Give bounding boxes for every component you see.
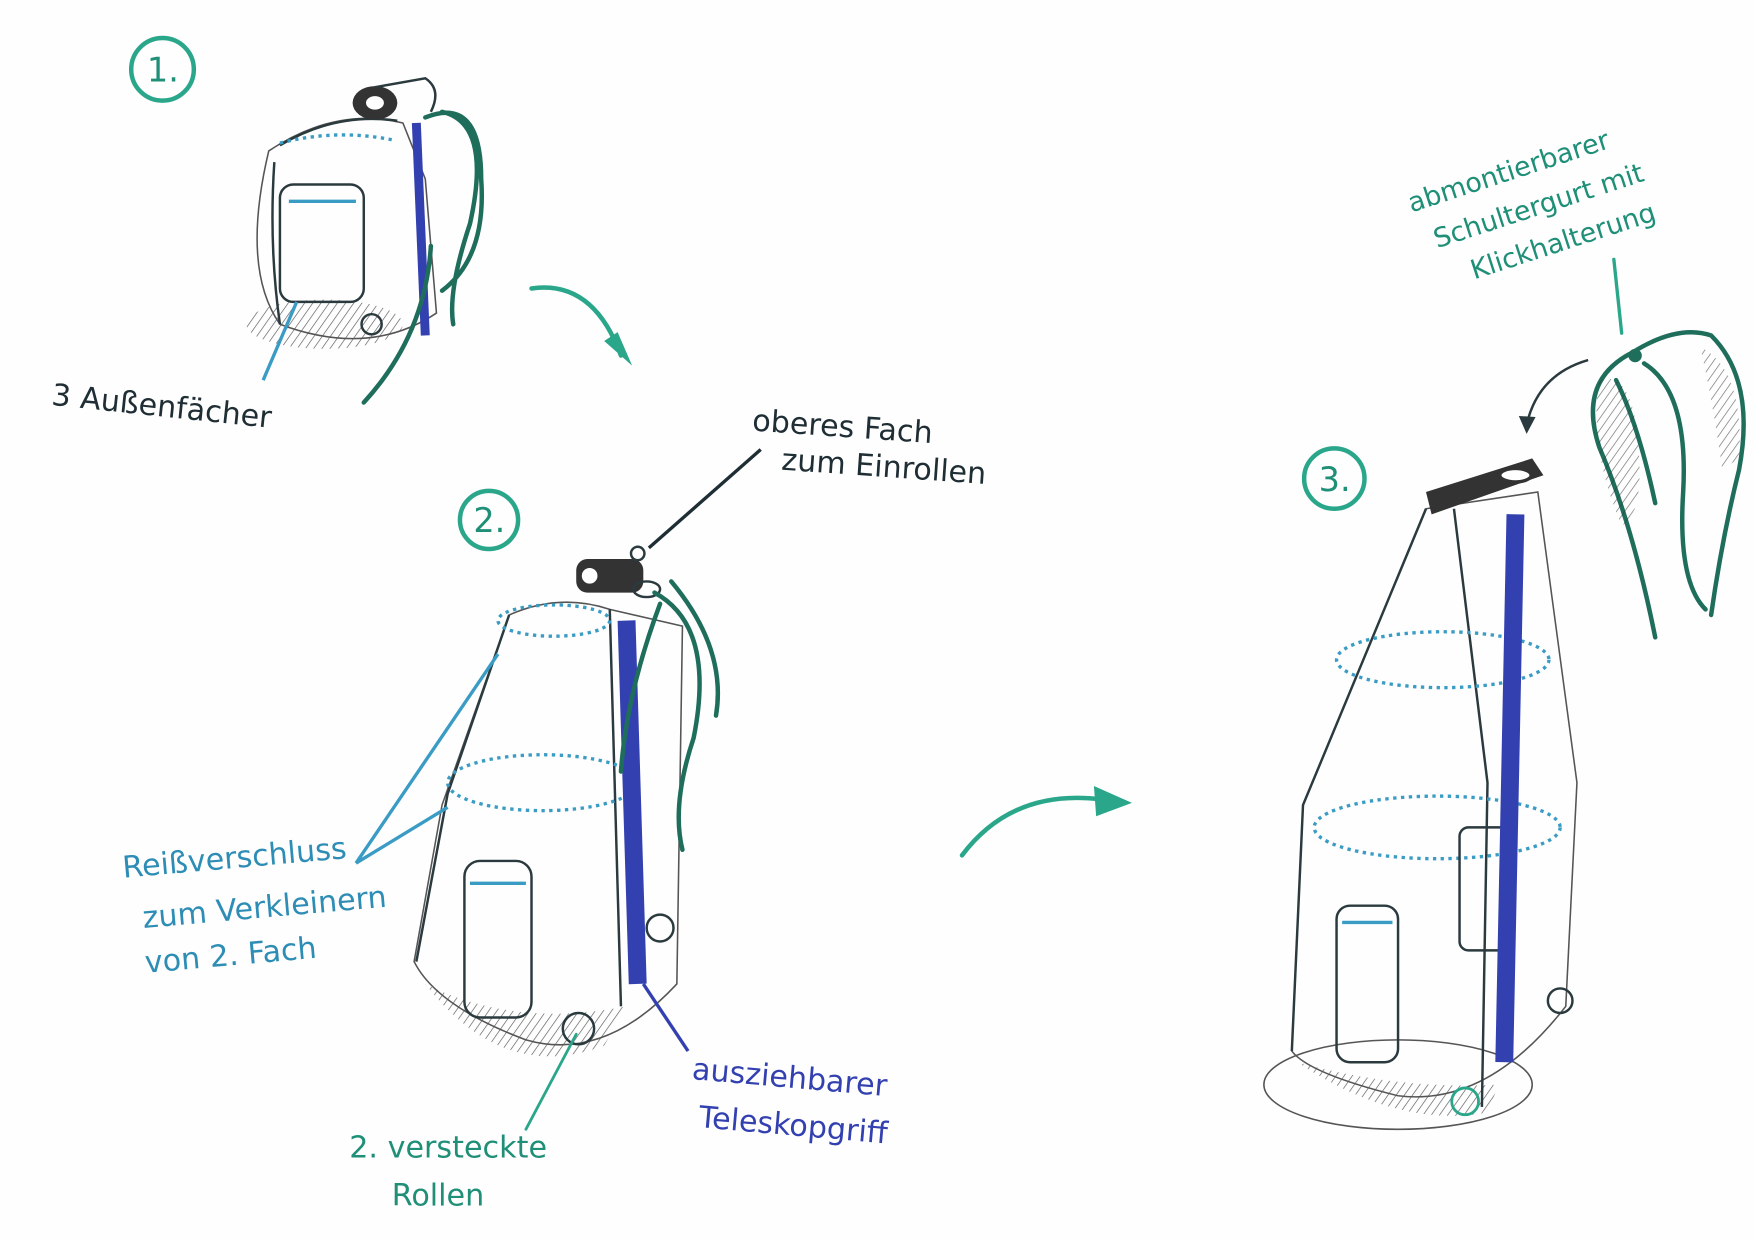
arrow-head-icon <box>1093 786 1132 817</box>
detachable-strap-sketch <box>1590 330 1746 640</box>
step-number: 1. <box>147 51 179 90</box>
step-circle <box>457 488 521 552</box>
backpack-sketch-3 <box>1263 458 1578 1131</box>
step-number: 2. <box>473 501 505 540</box>
pointer-line-pockets <box>261 301 299 381</box>
label-top-compartment-2: zum Einrollen <box>780 443 987 492</box>
label-zipper-1: Reißverschluss <box>121 831 348 885</box>
label-wheels-2: Rollen <box>392 1178 485 1213</box>
step-2-marker: 2. <box>457 488 521 552</box>
arrow-2-to-3 <box>959 795 1104 858</box>
arrow-strap-attach <box>1525 358 1589 426</box>
step-1-marker: 1. <box>128 35 197 103</box>
step-number: 3. <box>1319 460 1351 499</box>
backpack-sketch-1 <box>246 76 485 405</box>
step-circle <box>1301 446 1367 511</box>
label-wheels-1: 2. versteckte <box>349 1130 547 1165</box>
step-circle <box>128 35 197 103</box>
step-3-marker: 3. <box>1301 446 1367 511</box>
label-zipper-3: von 2. Fach <box>143 931 318 981</box>
label-top-compartment-1: oberes Fach <box>751 404 934 452</box>
label-outer-pockets: 3 Außenfächer <box>50 378 274 436</box>
pointer-line-top-compartment <box>647 448 762 550</box>
label-handle-2: Teleskopgriff <box>696 1100 890 1152</box>
pointer-line-zipper <box>354 653 500 865</box>
pointer-line-wheels <box>524 1032 578 1131</box>
backpack-sketch-2 <box>413 545 721 1057</box>
pointer-line-handle <box>641 983 690 1052</box>
label-zipper-2: zum Verkleinern <box>141 880 388 936</box>
pointer-line-strap <box>1612 257 1624 335</box>
arrow-head-icon <box>1518 415 1536 434</box>
label-handle-1: ausziehbarer <box>691 1052 889 1104</box>
arrow-1-to-2 <box>529 285 624 358</box>
arrow-head-icon <box>604 332 633 366</box>
